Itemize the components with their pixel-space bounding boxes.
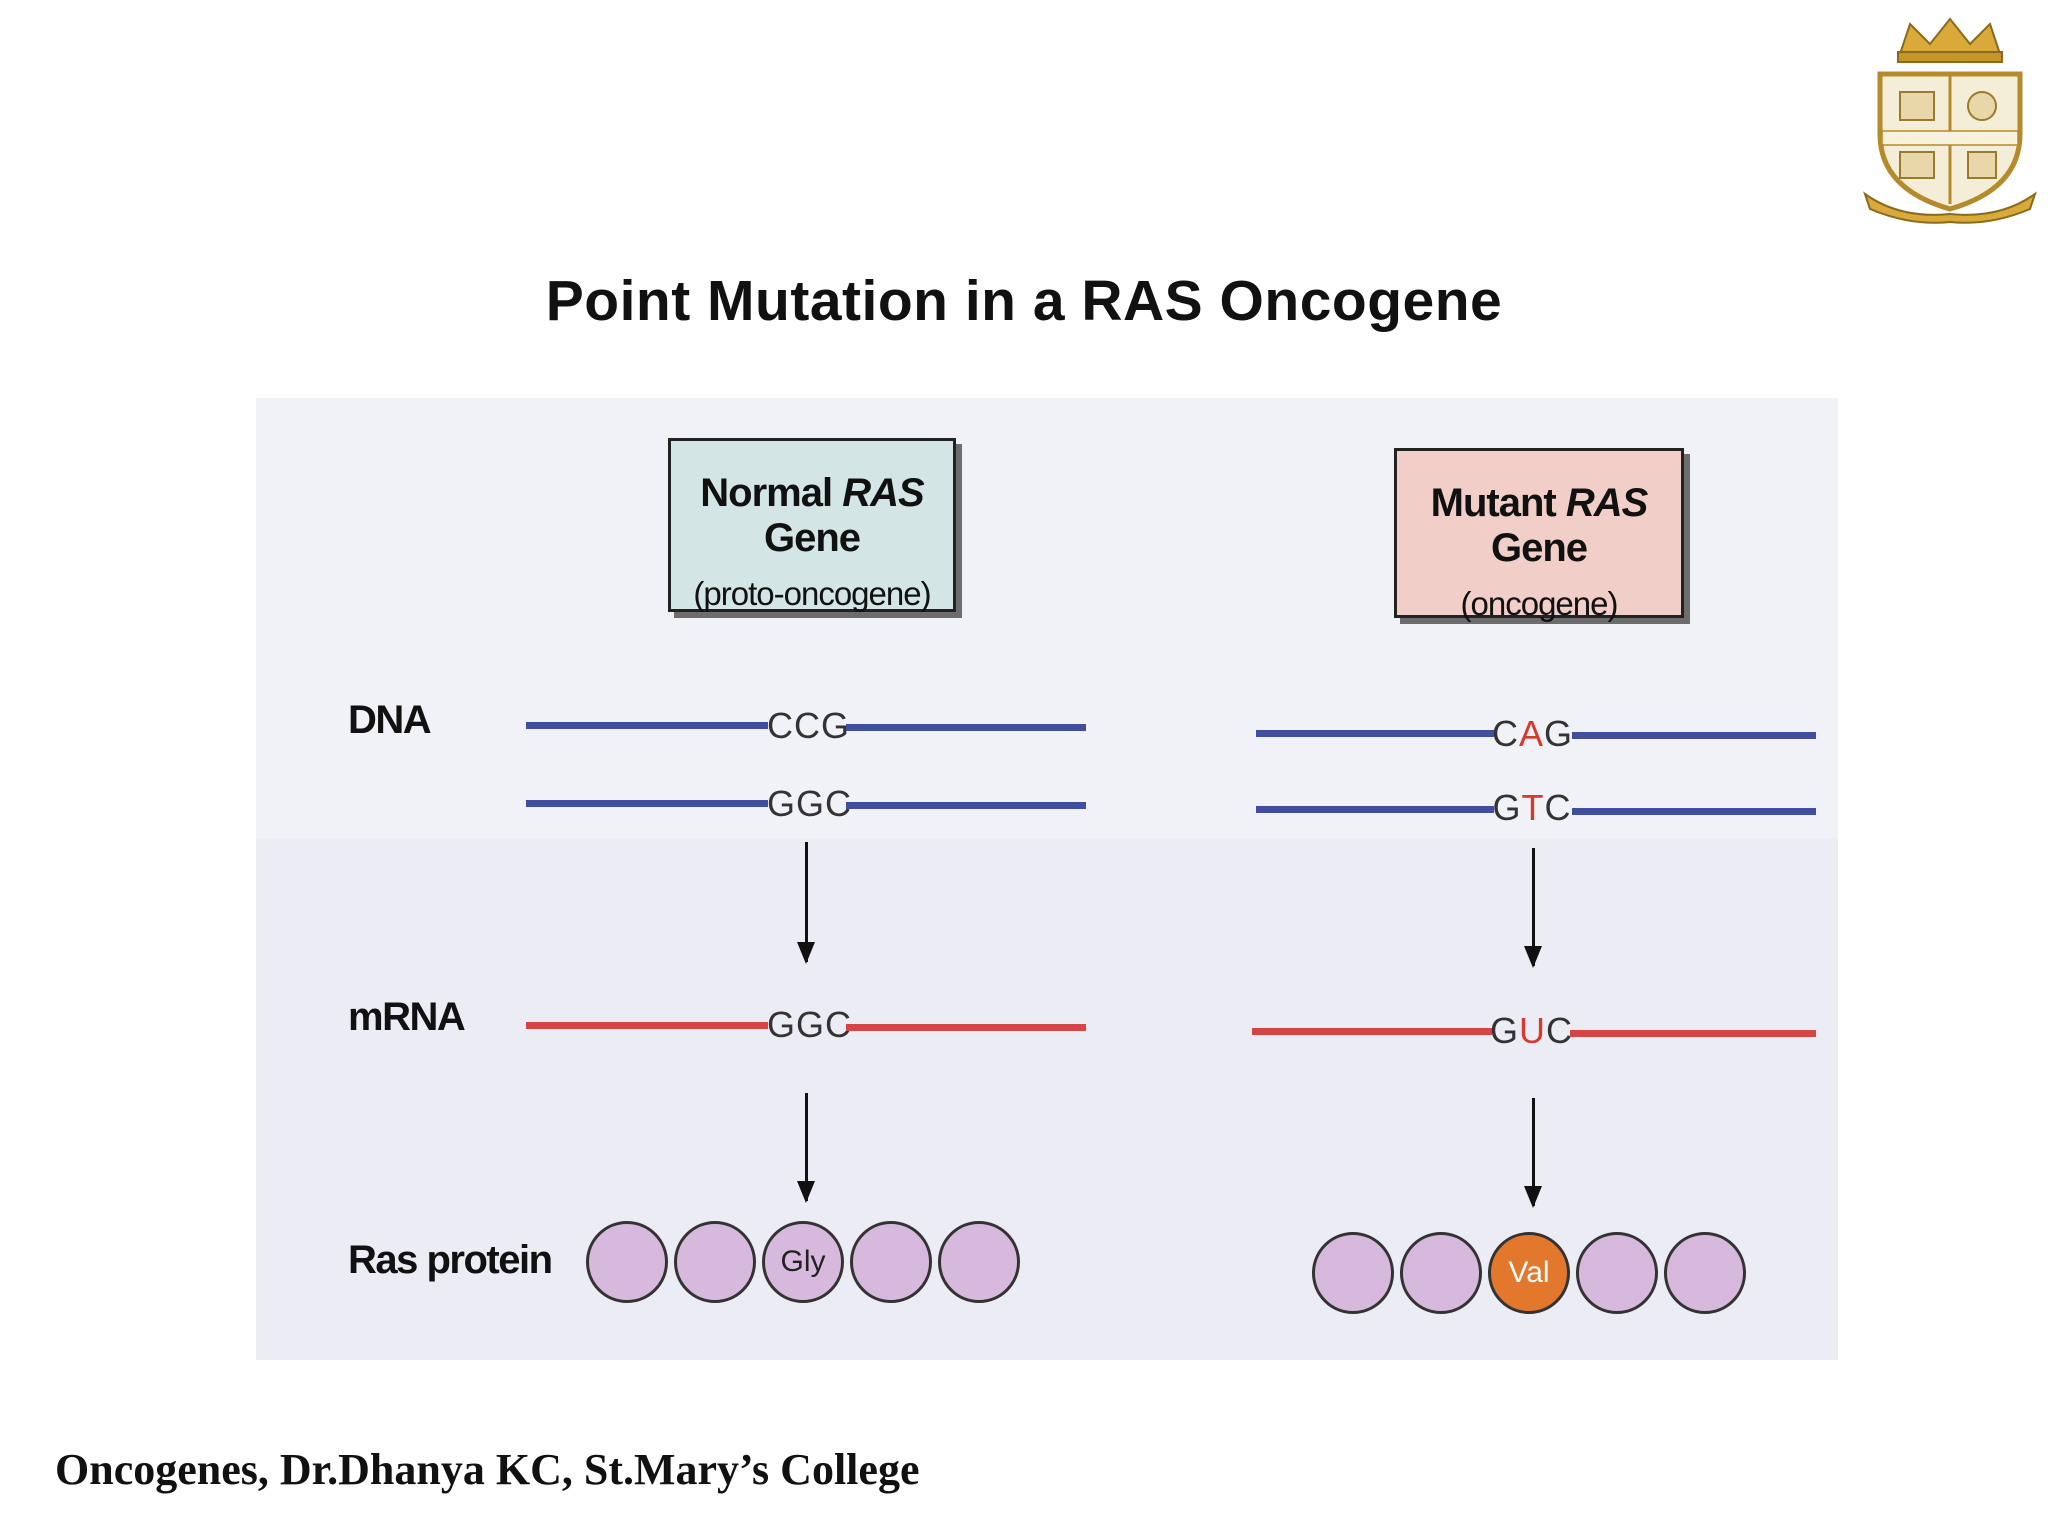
mutant-dna-bottom-strand-left bbox=[1256, 806, 1494, 813]
normal-mrna-strand-left bbox=[526, 1022, 768, 1029]
normal-mrna-strand-right bbox=[846, 1024, 1086, 1031]
normal-translation-arrow bbox=[797, 1093, 815, 1203]
normal-dna-top-strand-left bbox=[526, 722, 768, 729]
mutant-dna-bottom-strand-right bbox=[1572, 808, 1816, 815]
normal-protein-bead bbox=[938, 1221, 1020, 1303]
mutant-transcription-arrow bbox=[1524, 848, 1542, 968]
normal-protein-bead bbox=[586, 1221, 668, 1303]
mutant-mrna-strand-right bbox=[1570, 1030, 1816, 1037]
row-label-protein: Ras protein bbox=[348, 1238, 553, 1282]
mutant-mrna-codon: GUC bbox=[1490, 1010, 1574, 1051]
mutant-translation-arrow bbox=[1524, 1098, 1542, 1208]
scan-shading bbox=[256, 838, 1838, 1360]
row-label-dna: DNA bbox=[348, 698, 432, 742]
mutant-protein-bead bbox=[1664, 1232, 1746, 1314]
ras-mutation-figure: Normal RAS Gene (proto-oncogene) Mutant … bbox=[256, 398, 1838, 1360]
normal-transcription-arrow bbox=[797, 842, 815, 964]
normal-protein-bead bbox=[674, 1221, 756, 1303]
mutant-protein-bead bbox=[1400, 1232, 1482, 1314]
normal-box-subtitle: (proto-oncogene) bbox=[693, 575, 931, 612]
mutant-protein-bead bbox=[1576, 1232, 1658, 1314]
normal-protein-bead bbox=[850, 1221, 932, 1303]
mutant-mrna-strand-left bbox=[1252, 1028, 1492, 1035]
row-label-mrna: mRNA bbox=[348, 995, 466, 1039]
normal-box-title: Normal RAS Gene bbox=[700, 471, 924, 560]
background-page-texture bbox=[256, 408, 265, 756]
slide-footer: Oncogenes, Dr.Dhanya KC, St.Mary’s Colle… bbox=[55, 1445, 920, 1494]
normal-dna-bottom-strand-right bbox=[846, 802, 1086, 809]
normal-dna-top-codon: CCG bbox=[767, 705, 851, 746]
normal-dna-top-strand-right bbox=[846, 724, 1086, 731]
mutant-dna-top-codon: CAG bbox=[1492, 713, 1574, 754]
normal-dna-bottom-strand-left bbox=[526, 800, 768, 807]
mutant-dna-top-strand-left bbox=[1256, 730, 1494, 737]
mutant-box-title: Mutant RAS Gene bbox=[1430, 481, 1649, 570]
mutant-dna-bottom-codon: GTC bbox=[1492, 787, 1572, 828]
slide-title: Point Mutation in a RAS Oncogene bbox=[545, 269, 1503, 333]
normal-gly-bead: Gly bbox=[762, 1221, 844, 1303]
normal-mrna-codon: GGC bbox=[767, 1004, 853, 1045]
college-crest-logo bbox=[1860, 14, 2040, 224]
mutant-dna-top-strand-right bbox=[1572, 732, 1816, 739]
mutant-ras-gene-box: Mutant RAS Gene (oncogene) bbox=[1394, 448, 1684, 622]
mutant-val-bead: Val bbox=[1488, 1232, 1570, 1314]
mutant-protein-bead bbox=[1312, 1232, 1394, 1314]
mutant-box-subtitle: (oncogene) bbox=[1460, 585, 1619, 622]
normal-dna-bottom-codon: GGC bbox=[767, 783, 853, 824]
normal-ras-gene-box: Normal RAS Gene (proto-oncogene) bbox=[668, 438, 956, 612]
